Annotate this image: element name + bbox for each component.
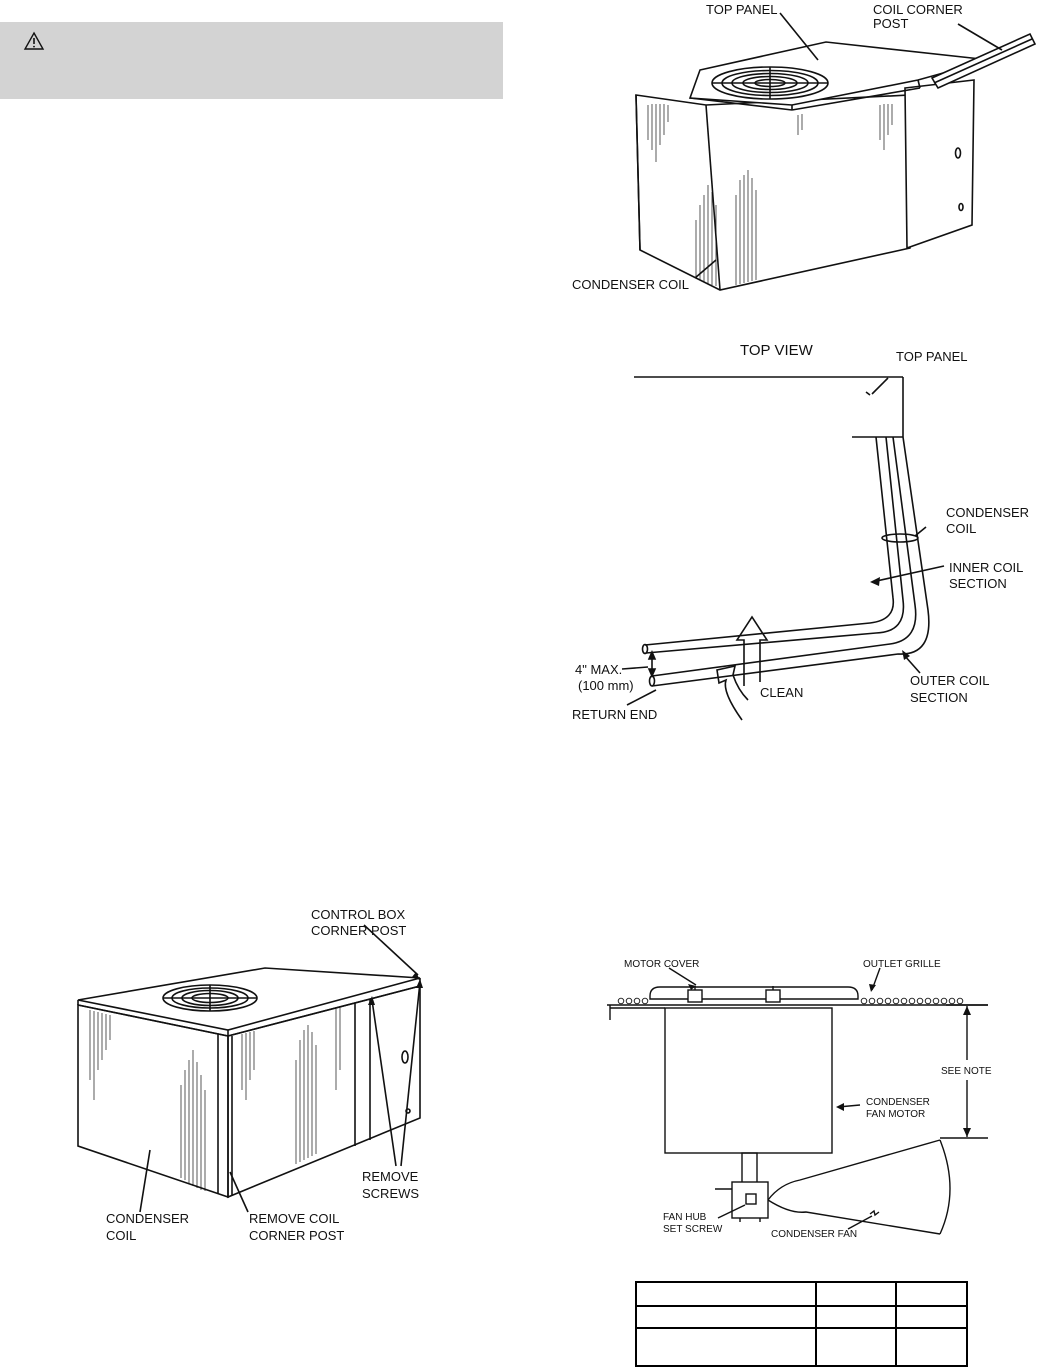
label-return-end: RETURN END [572,707,658,722]
label-remove-screws-1: REMOVE [362,1169,419,1184]
label-coil-corner-post-2: POST [873,16,909,31]
label-condenser-fan-motor-1: CONDENSER [866,1097,930,1108]
table-cell [815,1281,897,1307]
label-100mm: (100 mm) [578,678,634,693]
label-clean: CLEAN [760,685,804,700]
label-motor-cover: MOTOR COVER [624,959,700,970]
label-fan-hub-1: FAN HUB [663,1212,707,1223]
label-4in-max: 4" MAX. [575,662,623,677]
warning-banner [0,22,503,99]
table-cell [895,1327,968,1367]
table-cell [635,1327,817,1367]
warning-triangle-icon [23,31,45,50]
table-cell [815,1305,897,1329]
label-condenser-coil-unit-1: CONDENSER [106,1211,190,1226]
top-view-title: TOP VIEW [740,342,813,359]
label-control-box-1: CONTROL BOX [311,907,406,922]
label-condenser-coil-unit-2: COIL [106,1228,137,1243]
table-cell [815,1327,897,1367]
table-cell [635,1305,817,1329]
label-see-note: SEE NOTE [941,1066,992,1077]
label-outlet-grille: OUTLET GRILLE [863,959,941,970]
label-condenser-fan: CONDENSER FAN [771,1229,858,1240]
label-fan-hub-2: SET SCREW [663,1224,723,1235]
table-cell [895,1305,968,1329]
label-condenser-2: COIL [946,521,977,536]
label-top-panel: TOP PANEL [706,2,778,17]
label-condenser-fan-motor-2: FAN MOTOR [866,1109,926,1120]
table-cell [895,1281,968,1307]
label-remove-screws-2: SCREWS [362,1186,420,1201]
label-coil-corner-post-1: COIL CORNER [873,2,963,17]
table-cell [635,1281,817,1307]
label-condenser-coil: CONDENSER COIL [572,277,690,292]
label-control-box-2: CORNER POST [311,923,407,938]
label-remove-coil-1: REMOVE COIL [249,1211,340,1226]
label-condenser-1: CONDENSER [946,505,1030,520]
label-top-panel-2: TOP PANEL [896,349,968,364]
label-outer-coil-1: OUTER COIL [910,673,990,688]
label-remove-coil-2: CORNER POST [249,1228,345,1243]
label-inner-coil-1: INNER COIL [949,560,1024,575]
fan-position-table [635,1281,968,1367]
label-inner-coil-2: SECTION [949,576,1007,591]
label-outer-coil-2: SECTION [910,690,968,705]
